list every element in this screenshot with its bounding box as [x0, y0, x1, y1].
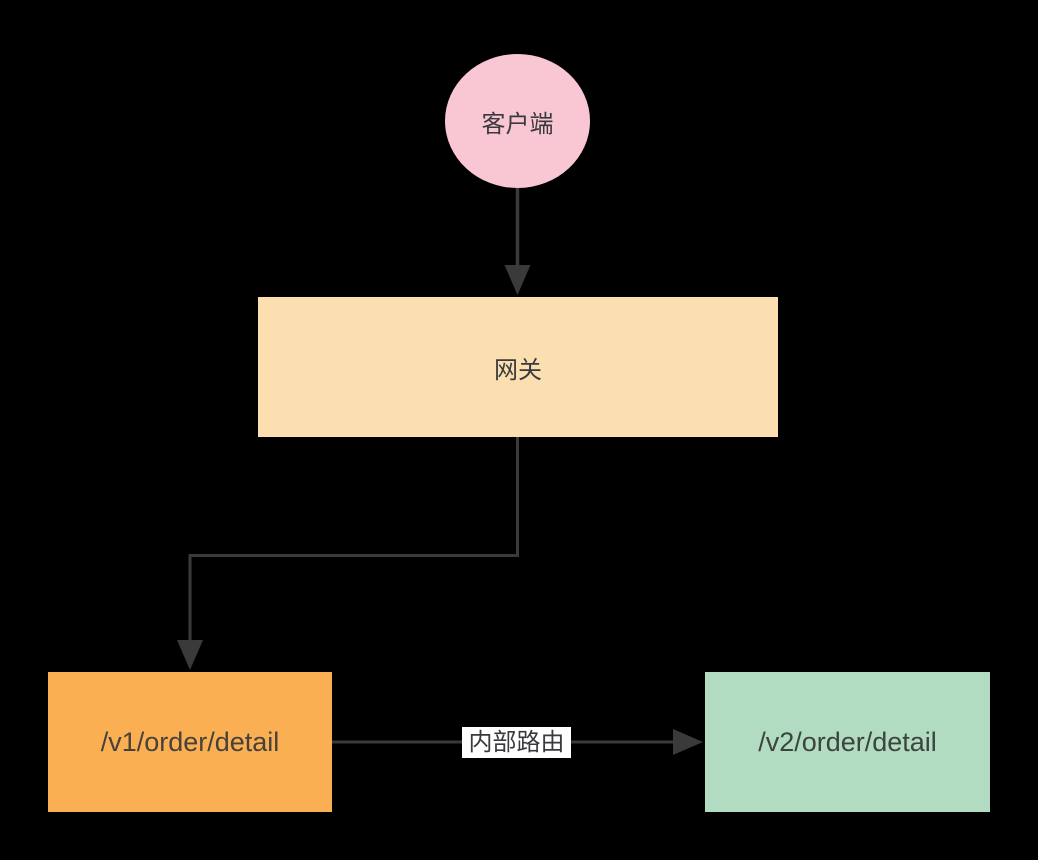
- node-v2-order-detail: /v2/order/detail: [705, 672, 990, 812]
- node-v1-order-detail: /v1/order/detail: [48, 672, 332, 812]
- node-gateway: 网关: [258, 297, 778, 437]
- node-v1-label: /v1/order/detail: [100, 726, 280, 757]
- edge-label-internal-routing: 内部路由: [462, 727, 571, 758]
- node-client-label: 客户端: [481, 110, 554, 138]
- node-client: 客户端: [445, 54, 590, 188]
- node-v2-label: /v2/order/detail: [758, 726, 937, 757]
- edge-gateway-to-v1: [177, 437, 519, 670]
- node-gateway-label: 网关: [494, 356, 542, 384]
